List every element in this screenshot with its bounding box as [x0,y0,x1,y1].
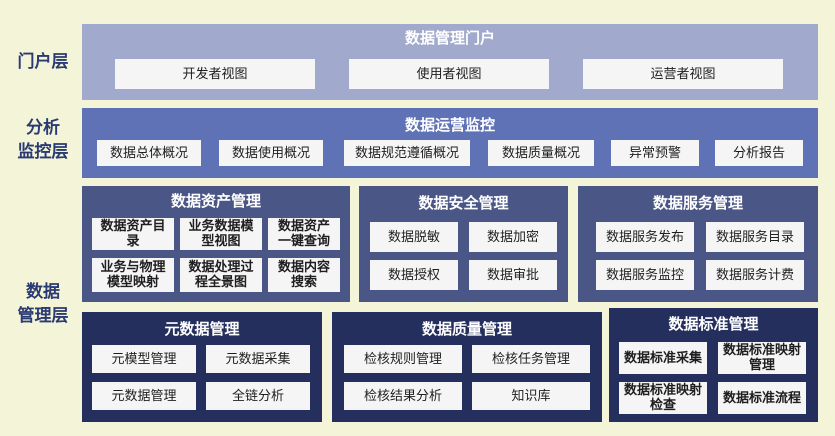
monitor-item-quality[interactable]: 数据质量概况 [488,140,594,166]
asset-item-catalog[interactable]: 数据资产目 录 [92,218,174,250]
panel-title-quality: 数据质量管理 [421,320,512,338]
service-item-monitor[interactable]: 数据服务监控 [596,260,694,290]
asset-item-model-mapping[interactable]: 业务与物理 模型映射 [92,258,174,292]
monitor-item-report[interactable]: 分析报告 [715,140,803,166]
service-item-billing[interactable]: 数据服务计费 [706,260,804,290]
monitor-item-alert[interactable]: 异常预警 [611,140,699,166]
panel-title-service: 数据服务管理 [652,194,743,212]
portal-item-developer-view[interactable]: 开发者视图 [115,59,315,89]
security-item-masking[interactable]: 数据脱敏 [370,222,458,252]
panel-standard: 数据标准管理 数据标准采集 数据标准映射 管理 数据标准映射 检查 数据标准流程 [609,308,818,422]
portal-item-operator-view[interactable]: 运营者视图 [583,59,783,89]
panel-title-asset: 数据资产管理 [170,192,261,210]
asset-item-one-click-query[interactable]: 数据资产 一键查询 [268,218,340,250]
panel-title-meta: 元数据管理 [164,320,240,338]
meta-item-lineage-analysis[interactable]: 全链分析 [206,382,310,410]
service-item-publish[interactable]: 数据服务发布 [596,222,694,252]
panel-title-monitor: 数据运营监控 [404,116,495,134]
panel-title-standard: 数据标准管理 [668,315,759,333]
panel-monitor: 数据运营监控 数据总体概况 数据使用概况 数据规范遵循概况 数据质量概况 异常预… [82,108,818,178]
security-item-encryption[interactable]: 数据加密 [469,222,557,252]
panel-meta: 元数据管理 元模型管理 元数据采集 元数据管理 全链分析 [82,312,322,422]
security-item-authorization[interactable]: 数据授权 [370,260,458,290]
security-item-approval[interactable]: 数据审批 [469,260,557,290]
panel-security: 数据安全管理 数据脱敏 数据加密 数据授权 数据审批 [359,186,568,302]
panel-quality: 数据质量管理 检核规则管理 检核任务管理 检核结果分析 知识库 [332,312,602,422]
monitor-item-usage[interactable]: 数据使用概况 [219,140,323,166]
quality-item-knowledge-base[interactable]: 知识库 [472,382,590,410]
panel-title-portal: 数据管理门户 [404,29,495,47]
layer-label-portal: 门户层 [17,52,69,72]
quality-item-result-analysis[interactable]: 检核结果分析 [344,382,462,410]
meta-item-management[interactable]: 元数据管理 [92,382,196,410]
portal-item-user-view[interactable]: 使用者视图 [349,59,549,89]
meta-item-model-management[interactable]: 元模型管理 [92,345,196,373]
standard-item-collection[interactable]: 数据标准采集 [619,342,707,374]
quality-item-task-management[interactable]: 检核任务管理 [472,345,590,373]
meta-item-collection[interactable]: 元数据采集 [206,345,310,373]
standard-item-workflow[interactable]: 数据标准流程 [718,382,806,414]
layer-label-manage: 数据 管理层 [17,282,69,326]
panel-portal: 数据管理门户 开发者视图 使用者视图 运营者视图 [82,24,818,100]
asset-item-content-search[interactable]: 数据内容 搜索 [268,258,340,292]
service-item-catalog[interactable]: 数据服务目录 [706,222,804,252]
asset-item-process-panorama[interactable]: 数据处理过 程全景图 [180,258,262,292]
monitor-item-overall[interactable]: 数据总体概况 [97,140,201,166]
panel-service: 数据服务管理 数据服务发布 数据服务目录 数据服务监控 数据服务计费 [578,186,818,302]
monitor-item-compliance[interactable]: 数据规范遵循概况 [344,140,470,166]
panel-asset: 数据资产管理 数据资产目 录 业务数据模 型视图 数据资产 一键查询 业务与物理… [82,186,350,302]
standard-item-mapping-management[interactable]: 数据标准映射 管理 [718,342,806,374]
standard-item-mapping-check[interactable]: 数据标准映射 检查 [619,382,707,414]
layer-label-monitor: 分析 监控层 [17,118,69,162]
quality-item-rule-management[interactable]: 检核规则管理 [344,345,462,373]
asset-item-business-model-view[interactable]: 业务数据模 型视图 [180,218,262,250]
panel-title-security: 数据安全管理 [418,194,509,212]
